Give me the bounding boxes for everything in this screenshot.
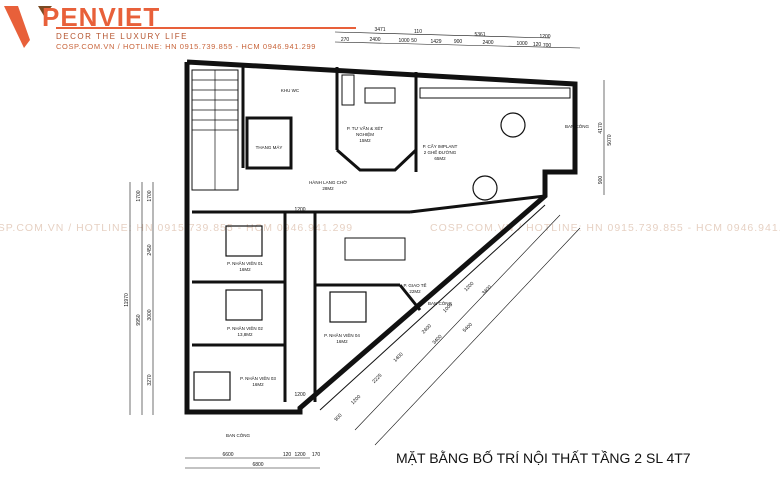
dim-label: 170 <box>312 452 321 458</box>
dim-label: 2400 <box>482 40 493 46</box>
room-implant-area: 65M2 <box>434 156 446 161</box>
room-corridor-area: 28M2 <box>322 186 334 191</box>
dim-label: 2400 <box>421 323 433 335</box>
dim-label: 11970 <box>124 293 130 307</box>
bed <box>329 291 367 323</box>
room-staff4-label: P. NHÂN VIÊN 04 <box>324 331 360 338</box>
dimension-lines <box>129 31 605 469</box>
brand-tagline: DECOR THE LUXURY LIFE <box>56 32 188 41</box>
dim-label: 1429 <box>430 39 441 45</box>
dim-label: 3270 <box>147 374 153 385</box>
dim-label: 1400 <box>393 351 405 363</box>
dim-label: 1000 <box>398 38 409 44</box>
meeting-table <box>344 237 406 261</box>
dim-label: 3000 <box>147 309 153 320</box>
stair-treads <box>192 70 238 190</box>
logo-mark <box>4 6 52 48</box>
room-elevator-label: THANG MÁY <box>256 144 283 150</box>
dim-label: 4170 <box>598 122 604 133</box>
dim-label: 1200 <box>463 281 475 293</box>
room-consult-label: NGHIỆM <box>356 130 374 137</box>
dim-label: 6800 <box>252 462 263 468</box>
logo: PENVIET DECOR THE LUXURY LIFE COSP.COM.V… <box>4 2 356 51</box>
bed <box>225 289 263 321</box>
bed <box>193 371 231 401</box>
dim-label: 900 <box>598 176 604 185</box>
dim-label: 1000 <box>516 41 527 47</box>
dim-label: 5400 <box>462 322 474 334</box>
room-staff1-label: P. NHÂN VIÊN 01 <box>227 259 263 266</box>
room-staff3-label: P. NHÂN VIÊN 03 <box>240 374 276 381</box>
interior-walls <box>192 65 546 402</box>
dimension-labels: 3471 110 5361 1200 270 2400 1000 50 1429… <box>124 27 613 468</box>
balcony-right-label: BAN CÔNG <box>565 123 590 129</box>
balcony-bottom-label: BAN CÔNG <box>226 432 251 438</box>
room-staff2-area: 13,8M2 <box>237 332 253 337</box>
room-staff1-area: 16M2 <box>239 267 251 272</box>
dim-label: 1200 <box>294 452 305 458</box>
bed <box>225 225 263 257</box>
room-staff4-area: 16M2 <box>336 339 348 344</box>
room-staff2-label: P. NHÂN VIÊN 02 <box>227 324 263 331</box>
dim-label: 9950 <box>136 314 142 325</box>
dim-label: 1200 <box>294 392 305 398</box>
dim-label: 6600 <box>222 452 233 458</box>
dim-label: 120 <box>283 452 292 458</box>
room-meeting-area: 22M2 <box>409 289 421 294</box>
dental-chair <box>472 175 498 201</box>
room-corridor-label: HÀNH LANG CHỜ <box>309 179 347 185</box>
dental-chair <box>500 112 526 138</box>
dim-label: 3400 <box>481 284 493 296</box>
dim-label: 2450 <box>147 244 153 255</box>
dim-label: 1200 <box>539 34 550 40</box>
dim-label: 5070 <box>607 134 613 145</box>
dim-label: 2400 <box>369 37 380 43</box>
dim-label: 270 <box>341 37 350 43</box>
outer-wall <box>184 59 578 415</box>
dim-label: 3400 <box>431 334 443 346</box>
dim-label: 700 <box>543 43 552 49</box>
watermark-right: COSP.COM.VN / HOTLINE: HN 0915.739.855 -… <box>430 222 780 234</box>
dim-label: 1700 <box>136 190 142 201</box>
balcony-diagonal-label: BAN CÔNG <box>428 300 453 306</box>
brand-hotline: COSP.COM.VN / HOTLINE: HN 0915.739.855 -… <box>56 42 316 51</box>
drawing-title: MẶT BẰNG BỐ TRÍ NỘI THẤT TẦNG 2 SL 4T7 <box>396 450 691 466</box>
dim-label: 3471 <box>374 27 385 33</box>
room-wc-label: KHU WC <box>281 88 300 93</box>
room-implant-label: P. CẤY IMPLANT <box>423 143 458 149</box>
room-meeting-label: P. GIAO TẾ <box>403 282 426 288</box>
dim-label: 1700 <box>147 190 153 201</box>
dim-label: 110 <box>414 29 422 35</box>
dim-label: 120 <box>533 42 542 48</box>
dim-label: 1200 <box>350 394 362 406</box>
room-staff3-area: 16M2 <box>252 382 264 387</box>
dim-label: 900 <box>454 39 463 45</box>
room-implant-label: 2 GHẾ ĐƯỜNG <box>424 149 457 155</box>
watermark-left: COSP.COM.VN / HOTLINE: HN 0915.739.855 -… <box>0 222 354 234</box>
dim-label: 50 <box>411 38 417 44</box>
dim-label: 1200 <box>294 207 305 213</box>
dim-label: 900 <box>333 412 343 422</box>
brand-rule <box>56 27 356 29</box>
elevator-shaft <box>245 116 293 170</box>
room-consult-area: 15M2 <box>359 138 371 143</box>
room-consult-label: P. TƯ VẤN & XÉT <box>347 125 383 131</box>
dim-label: 5361 <box>474 32 485 38</box>
dim-label: 2225 <box>371 373 383 385</box>
